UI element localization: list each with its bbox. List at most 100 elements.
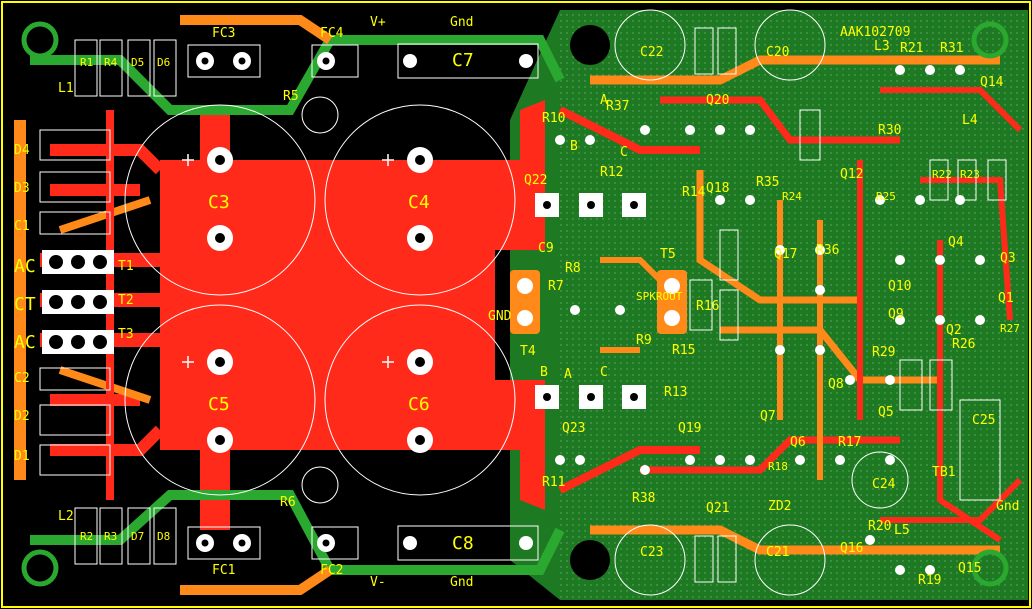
label-c21: C21 (766, 545, 789, 560)
label-r12: R12 (600, 165, 623, 180)
label-q1: Q1 (998, 291, 1014, 306)
label-q16: Q16 (840, 541, 863, 556)
label-c7: C7 (452, 50, 474, 71)
ground-pour-texture (560, 10, 1028, 600)
label-q12: Q12 (840, 167, 863, 182)
label-r2: R2 (80, 530, 93, 543)
label-r31: R31 (940, 41, 963, 56)
input-terminals (42, 250, 114, 354)
label-r26: R26 (952, 337, 975, 352)
label-t1: T1 (118, 259, 134, 274)
label-d1: D1 (14, 449, 30, 464)
label-c-top: C (620, 145, 628, 160)
label-c3: C3 (208, 192, 230, 213)
label-c4: C4 (408, 192, 430, 213)
right-pads (555, 65, 985, 575)
label-q3: Q3 (1000, 251, 1016, 266)
label-c22: C22 (640, 45, 663, 60)
label-ac1: AC (14, 256, 36, 277)
label-spkrout: SPKROUT (636, 290, 683, 303)
label-fc3: FC3 (212, 26, 235, 41)
right-part-outlines (689, 27, 1007, 583)
label-c24: C24 (872, 477, 896, 492)
label-r13: R13 (664, 385, 687, 400)
label-r1: R1 (80, 56, 93, 69)
label-q20: Q20 (706, 93, 729, 108)
label-r17: R17 (838, 435, 861, 450)
label-b-top: B (570, 139, 578, 154)
label-r5: R5 (283, 89, 299, 104)
label-q4: Q4 (948, 235, 964, 250)
label-d2: D2 (14, 409, 30, 424)
label-fc1: FC1 (212, 563, 235, 578)
label-q5: Q5 (878, 405, 894, 420)
label-t4: T4 (520, 344, 536, 359)
label-c-mid: C (600, 365, 608, 380)
label-r25: R25 (876, 190, 896, 203)
label-title: AAK102709 (840, 25, 910, 40)
silkscreen-labels: FC3 FC4 FC1 FC2 V+ Gnd V- Gnd C3 C4 C5 C… (14, 15, 1020, 590)
label-q21: Q21 (706, 501, 729, 516)
label-l2: L2 (58, 509, 74, 524)
label-q17: Q17 (774, 247, 797, 262)
mounting-holes (21, 21, 1009, 587)
label-q18: Q18 (706, 181, 729, 196)
label-r9: R9 (636, 333, 652, 348)
label-r35: R35 (756, 175, 779, 190)
label-r27: R27 (1000, 322, 1020, 335)
label-l3: L3 (874, 39, 890, 54)
label-l5: L5 (894, 523, 910, 538)
label-q10: Q10 (888, 279, 911, 294)
label-gnd-mid: GND (488, 309, 512, 324)
label-gnd-top: Gnd (450, 15, 473, 30)
label-r6: R6 (280, 495, 296, 510)
label-d5: D5 (131, 56, 144, 69)
left-part-outlines (39, 39, 177, 565)
label-d7: D7 (131, 530, 144, 543)
label-ct: CT (14, 294, 36, 315)
label-a-top: A (600, 93, 608, 108)
label-a-mid: A (564, 367, 572, 382)
label-tb1: TB1 (932, 465, 955, 480)
label-q15: Q15 (958, 561, 981, 576)
label-c20: C20 (766, 45, 789, 60)
label-l1: L1 (58, 81, 74, 96)
driver-pads (510, 193, 687, 409)
label-r10: R10 (542, 111, 565, 126)
label-c5: C5 (208, 394, 230, 415)
label-t2: T2 (118, 293, 134, 308)
label-r16: R16 (696, 299, 719, 314)
label-q14: Q14 (980, 75, 1004, 90)
label-vminus: V- (370, 575, 386, 590)
label-r8: R8 (565, 261, 581, 276)
label-q8: Q8 (828, 377, 844, 392)
power-pour-center (160, 100, 545, 510)
label-r15: R15 (672, 343, 695, 358)
label-q7: Q7 (760, 409, 776, 424)
label-b-mid: B (540, 365, 548, 380)
label-c9: C9 (538, 241, 554, 256)
label-gnd-right: Gnd (996, 499, 1019, 514)
label-d3: D3 (14, 181, 30, 196)
label-r37: R37 (606, 99, 629, 114)
label-c23: C23 (640, 545, 663, 560)
label-r21: R21 (900, 41, 923, 56)
label-t3: T3 (118, 327, 134, 342)
label-r29: R29 (872, 345, 895, 360)
label-zd2: ZD2 (768, 499, 791, 514)
label-r20: R20 (868, 519, 891, 534)
label-vplus: V+ (370, 15, 386, 30)
big-cap-pads (207, 147, 433, 453)
label-d6: D6 (157, 56, 170, 69)
label-r18: R18 (768, 460, 788, 473)
polarity-marks (182, 154, 394, 368)
label-r36: R36 (816, 243, 839, 258)
label-r14: R14 (682, 185, 706, 200)
label-c8: C8 (452, 533, 474, 554)
label-c6: C6 (408, 394, 430, 415)
label-c1: C1 (14, 219, 30, 234)
label-r23: R23 (960, 168, 980, 181)
label-l4: L4 (962, 113, 978, 128)
